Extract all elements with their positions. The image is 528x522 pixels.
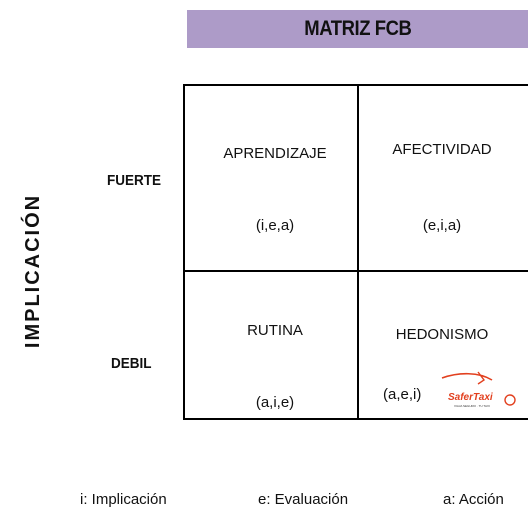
matrix-vertical-divider [357,84,359,420]
cell-afectividad-name: AFECTIVIDAD [392,141,492,158]
fcb-matrix [183,84,528,420]
matrix-horizontal-divider [183,270,528,272]
cell-rutina-code: (a,i,e) [255,394,295,411]
page-title: MATRIZ FCB [303,17,412,40]
cell-hedonismo-name: HEDONISMO [395,326,489,343]
title-bar: MATRIZ FCB [187,10,528,48]
cell-hedonismo-code: (a,e,i) [383,386,422,403]
legend-implicacion: i: Implicación [80,491,167,508]
row-label-fuerte: FUERTE [107,172,161,189]
logo-circle [504,394,516,406]
logo-swoosh-arc [441,372,493,381]
logo-swoosh-hook [477,371,486,385]
cell-rutina-name: RUTINA [247,322,303,339]
y-axis-label: IMPLICACIÓN [21,193,44,349]
row-label-debil: DEBIL [111,355,152,372]
cell-aprendizaje-name: APRENDIZAJE [223,145,327,162]
legend-evaluacion: e: Evaluación [258,491,349,508]
logo-brand-text: SaferTaxi [448,392,493,403]
safertaxi-logo: SaferTaxi VIAJA SEGURO · TU TAXI [441,371,516,408]
cell-afectividad-code: (e,i,a) [422,217,462,234]
legend-accion: a: Acción [443,491,504,508]
cell-aprendizaje-code: (i,e,a) [255,217,295,234]
logo-tagline-text: VIAJA SEGURO · TU TAXI [454,404,490,408]
